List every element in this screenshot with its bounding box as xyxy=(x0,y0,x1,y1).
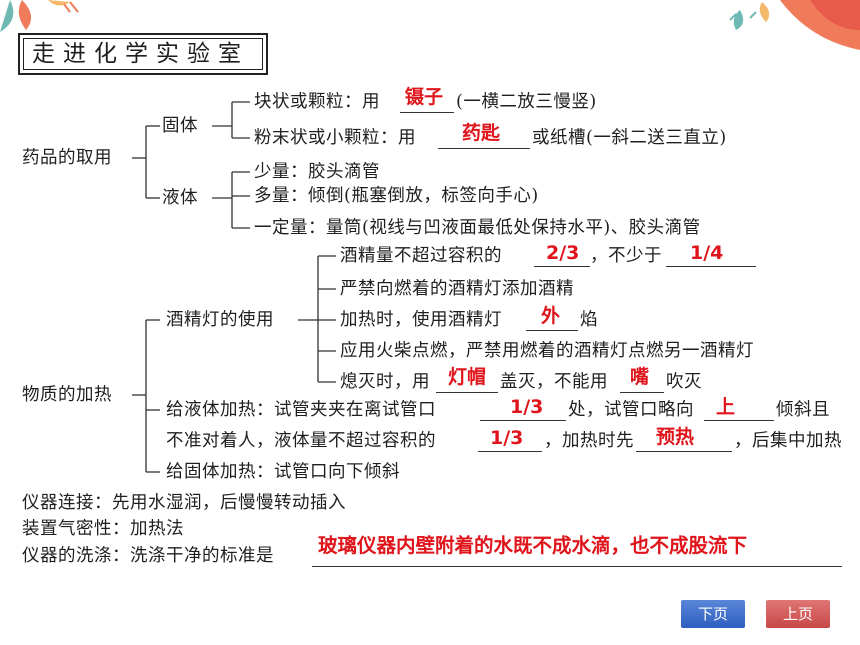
lamp-rule-5a: 熄灭时，用 xyxy=(340,372,430,392)
solid-block-note: (一横二放三慢竖) xyxy=(456,92,597,112)
lamp-rule-1b: ，不少于 xyxy=(590,246,662,266)
solid-powder-note: 或纸槽(一斜二送三直立) xyxy=(532,128,727,148)
answer-blank xyxy=(620,392,664,393)
answer-blank xyxy=(312,566,842,567)
answer-blank xyxy=(400,112,454,113)
answer-blank xyxy=(480,420,566,421)
answer-solid-powder: 药匙 xyxy=(462,122,501,144)
next-page-button[interactable]: 下页 xyxy=(681,600,745,628)
liquid-heat-1a: 给液体加热：试管夹夹在离试管口 xyxy=(166,400,436,420)
lamp-rule-3a: 加热时，使用酒精灯 xyxy=(340,310,502,330)
answer-lamp-cap: 灯帽 xyxy=(448,366,487,388)
liquid-heat-2b: ，加热时先 xyxy=(544,431,634,451)
decorative-leaves-left xyxy=(0,0,79,32)
lamp-rule-4: 应用火柴点燃，严禁用燃着的酒精灯点燃另一酒精灯 xyxy=(340,341,754,361)
airtight-text: 装置气密性：加热法 xyxy=(22,519,184,539)
answer-lamp-max: 2/3 xyxy=(546,242,580,264)
liquid-fixed-text: 一定量：量筒(视线与凹液面最低处保持水平)、胶头滴管 xyxy=(254,218,701,238)
solid-label: 固体 xyxy=(162,116,198,136)
answer-blank xyxy=(438,148,530,149)
heating-root-label: 物质的加热 xyxy=(22,385,112,405)
decorative-leaves-right xyxy=(729,0,860,50)
liquid-small-text: 少量：胶头滴管 xyxy=(254,162,380,182)
answer-washing-standard: 玻璃仪器内壁附着的水既不成水滴，也不成股流下 xyxy=(318,534,748,557)
lamp-rule-2: 严禁向燃着的酒精灯添加酒精 xyxy=(340,279,574,299)
answer-solid-block: 镊子 xyxy=(405,86,444,108)
answer-blank xyxy=(636,451,732,452)
answer-liquid-volume: 1/3 xyxy=(490,427,524,449)
liquid-heat-1b: 处，试管口略向 xyxy=(568,400,694,420)
answer-blank xyxy=(534,266,590,267)
previous-page-button[interactable]: 上页 xyxy=(766,600,830,628)
lamp-rule-3b: 焰 xyxy=(580,310,598,330)
answer-blank xyxy=(436,392,498,393)
answer-preheat: 预热 xyxy=(656,426,695,448)
answer-blank xyxy=(666,266,756,267)
washing-text: 仪器的洗涤：洗涤干净的标准是 xyxy=(22,546,274,566)
answer-lamp-min: 1/4 xyxy=(690,242,724,264)
lamp-rule-5b: 盖灭，不能用 xyxy=(500,372,608,392)
solid-heat-text: 给固体加热：试管口向下倾斜 xyxy=(166,462,400,482)
solid-powder-text: 粉末状或小颗粒：用 xyxy=(254,128,416,148)
connect-text: 仪器连接：先用水湿润，后慢慢转动插入 xyxy=(22,493,346,513)
answer-tilt-direction: 上 xyxy=(716,396,736,418)
solid-block-text: 块状或颗粒：用 xyxy=(254,92,380,112)
liquid-large-text: 多量：倾倒(瓶塞倒放，标签向手心) xyxy=(254,186,539,206)
liquid-heat-2c: ，后集中加热 xyxy=(734,431,842,451)
lamp-rule-5c: 吹灭 xyxy=(666,372,702,392)
liquid-heat-2a: 不准对着人，液体量不超过容积的 xyxy=(166,431,436,451)
answer-blank xyxy=(526,330,578,331)
lamp-label: 酒精灯的使用 xyxy=(166,310,274,330)
answer-holder-position: 1/3 xyxy=(510,396,544,418)
answer-blank xyxy=(478,451,542,452)
lamp-rule-1a: 酒精量不超过容积的 xyxy=(340,246,502,266)
liquid-heat-1c: 倾斜且 xyxy=(776,400,830,420)
section-title: 走进化学实验室 xyxy=(18,33,268,75)
liquid-label: 液体 xyxy=(162,188,198,208)
answer-blank xyxy=(704,420,774,421)
answer-lamp-mouth: 嘴 xyxy=(630,366,650,388)
retrieval-root-label: 药品的取用 xyxy=(22,148,112,168)
answer-lamp-flame: 外 xyxy=(541,305,561,327)
